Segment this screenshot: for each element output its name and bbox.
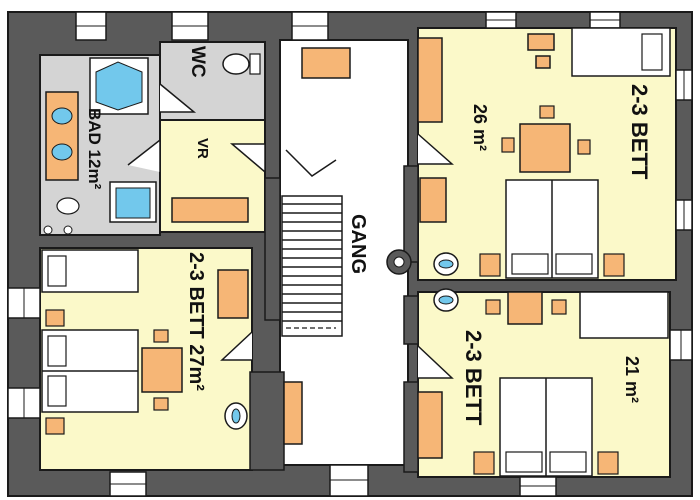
wardrobe	[417, 391, 443, 459]
dining-table	[519, 123, 571, 173]
corridor-label: GANG	[347, 214, 369, 274]
corridor-column-center	[393, 256, 405, 268]
drain-icon	[63, 225, 73, 235]
bathtub-water	[95, 61, 143, 111]
nightstand	[473, 451, 495, 475]
nightstand	[603, 253, 625, 277]
chair	[153, 329, 169, 343]
room-se-type: 2-3 BETT	[461, 330, 486, 426]
room-ne-door-swing	[417, 133, 454, 165]
staircase	[281, 149, 343, 337]
chair	[153, 397, 169, 411]
vestibule-label: VR	[194, 138, 211, 159]
corridor-bench	[283, 381, 303, 445]
corridor-wall-stub	[264, 177, 281, 321]
chair	[551, 299, 567, 315]
bath-door-swing	[127, 138, 161, 172]
sink-icon	[51, 143, 73, 161]
chair	[539, 105, 555, 119]
chair	[501, 137, 515, 153]
bed-pillow	[505, 451, 543, 473]
nightstand	[479, 253, 501, 277]
vestibule-door-swing	[229, 143, 266, 174]
toilet-icon	[222, 53, 250, 75]
bed-pillow	[511, 253, 549, 275]
sink-icon	[51, 107, 73, 125]
bed-pillow	[47, 375, 67, 407]
wc-door-swing	[159, 83, 197, 113]
corridor-bench	[301, 47, 351, 79]
vanity-counter	[45, 91, 79, 181]
washbasin-water	[438, 295, 454, 305]
corridor-wall-stub	[249, 371, 285, 471]
washbasin-water	[438, 259, 454, 269]
corridor-wall-stub	[403, 165, 419, 263]
bed-pillow	[47, 255, 67, 287]
wardrobe	[419, 177, 447, 223]
chair	[535, 55, 551, 69]
wardrobe	[217, 269, 249, 319]
bed-pillow	[549, 451, 587, 473]
washbasin-water	[231, 408, 241, 424]
shower-tray	[115, 187, 151, 219]
corridor-wall-stub	[403, 295, 419, 345]
bidet-icon	[56, 197, 80, 215]
toilet-tank	[249, 53, 261, 75]
bed-pillow	[47, 335, 67, 367]
wc-label: WC	[187, 46, 208, 78]
chair	[485, 299, 501, 315]
vestibule-bench	[171, 197, 249, 223]
bath-label: BAD 12m²	[85, 108, 104, 190]
room-se-area: 21 m²	[622, 356, 642, 403]
nightstand	[45, 417, 65, 435]
drain-icon	[43, 225, 53, 235]
bed-pillow	[555, 253, 593, 275]
chair	[527, 33, 555, 51]
room-ne-type: 2-3 BETT	[627, 84, 652, 180]
room-w-door-swing	[220, 331, 253, 361]
room-ne-area: 26 m²	[470, 104, 490, 151]
dining-table	[141, 347, 183, 393]
nightstand	[45, 309, 65, 327]
room-se-door-swing	[417, 345, 454, 379]
bed-pillow	[641, 33, 663, 71]
desk	[507, 291, 543, 325]
corridor-wall-stub	[403, 381, 419, 473]
chair	[577, 139, 591, 155]
room-w-label: 2-3 BETT 27m²	[185, 252, 207, 391]
single-bed	[579, 291, 669, 339]
wardrobe	[417, 37, 443, 123]
nightstand	[597, 451, 619, 475]
window-lines	[23, 19, 685, 487]
